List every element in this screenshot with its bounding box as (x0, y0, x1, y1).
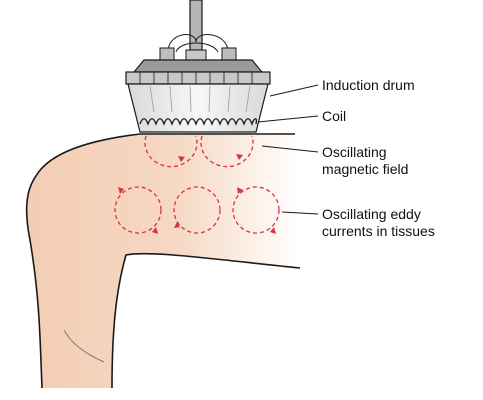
leader-field (261, 145, 319, 153)
leader-lines (257, 84, 319, 215)
drum-shaft (189, 0, 203, 51)
eddy-arrow-3b (270, 227, 276, 234)
arm-outline-underside (111, 252, 301, 389)
field-loop-right (200, 135, 254, 168)
induction-drum-icon (125, 0, 271, 133)
arm-skin (26, 134, 300, 388)
eddy-arrow-3a (237, 187, 243, 194)
eddy-loop-3 (232, 186, 280, 234)
magnetic-field-loops (144, 135, 254, 168)
field-arrow-right (236, 154, 243, 160)
drum-connector-right (221, 47, 237, 61)
arm-icon (25, 133, 301, 389)
drum-body (127, 83, 269, 133)
label-eddy-line2: currents in tissues (322, 223, 435, 239)
label-coil: Coil (322, 108, 347, 124)
drum-cap (132, 59, 264, 73)
drum-rim-ribs (139, 72, 253, 84)
drum-rim (125, 71, 271, 85)
drum-connector-left (159, 47, 175, 61)
label-oscillating-magnetic-field: Oscillating magnetic field (322, 144, 408, 178)
field-arrow-left (178, 156, 185, 162)
label-eddy-line1: Oscillating eddy (322, 206, 421, 222)
eddy-arrow-1b (152, 227, 158, 234)
label-induction-drum: Induction drum (322, 77, 415, 93)
label-oscillating-eddy-currents: Oscillating eddy currents in tissues (322, 206, 435, 240)
label-field-line1: Oscillating (322, 144, 387, 160)
drum-connector-mid (185, 49, 207, 61)
eddy-loop-1 (114, 186, 162, 234)
leader-coil (257, 115, 319, 123)
arm-outline-top (35, 133, 295, 177)
coil-icon (139, 118, 258, 126)
eddy-arrow-2 (174, 222, 180, 228)
field-loop-left (144, 135, 198, 168)
label-field-line2: magnetic field (322, 161, 409, 177)
arm-crease (63, 329, 105, 363)
eddy-arrow-1a (118, 187, 124, 194)
leader-eddy (281, 211, 319, 215)
eddy-loop-2 (173, 186, 221, 234)
leader-induction-drum (269, 84, 319, 97)
eddy-current-icon (114, 186, 280, 234)
arm-outline-left (25, 175, 43, 389)
drum-body-ribs (149, 85, 251, 113)
